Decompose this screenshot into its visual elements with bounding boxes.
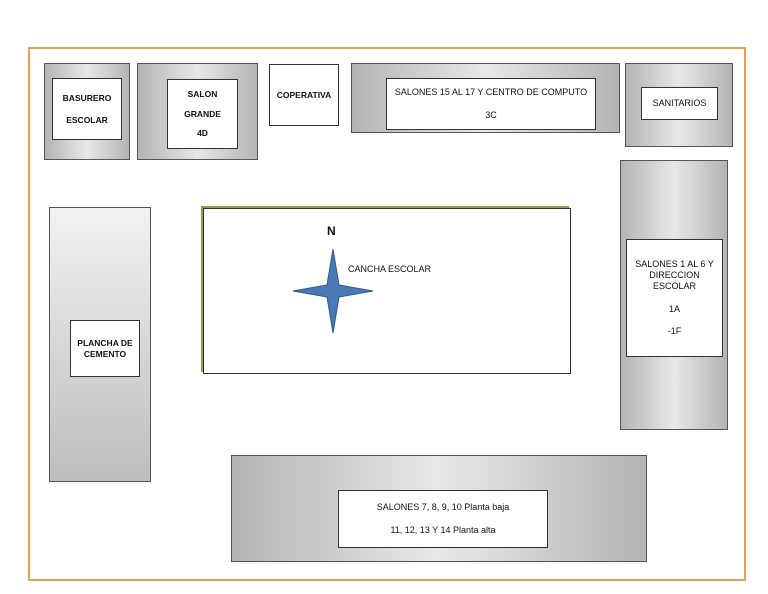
salones-7-14-line2: 11, 12, 13 Y 14 Planta alta bbox=[390, 524, 496, 535]
north-label: N bbox=[327, 224, 336, 238]
label-salones-15-17: SALONES 15 AL 17 Y CENTRO DE COMPUTO 3C bbox=[386, 78, 596, 130]
salones-15-17-line2: 3C bbox=[485, 109, 497, 120]
salon-grande-line3: 4D bbox=[197, 128, 208, 139]
label-salones-1-6: SALONES 1 AL 6 Y DIRECCION ESCOLAR 1A -1… bbox=[626, 239, 723, 357]
sanitarios-label: SANITARIOS bbox=[652, 97, 707, 108]
label-plancha-cemento: PLANCHA DE CEMENTO bbox=[70, 320, 140, 377]
court-label: CANCHA ESCOLAR bbox=[348, 264, 432, 274]
label-salones-7-14: SALONES 7, 8, 9, 10 Planta baja 11, 12, … bbox=[338, 490, 548, 548]
basurero-line1: BASURERO bbox=[62, 92, 112, 103]
salon-grande-line2: GRANDE bbox=[184, 108, 221, 119]
compass-star-icon bbox=[292, 248, 374, 334]
label-basurero: BASURERO ESCOLAR bbox=[52, 78, 122, 140]
salones-1-6-line3: ESCOLAR bbox=[652, 281, 696, 292]
plancha-line2: CEMENTO bbox=[83, 348, 127, 359]
school-perimeter bbox=[28, 47, 746, 581]
label-sanitarios: SANITARIOS bbox=[641, 87, 718, 120]
salones-1-6-line5: -1F bbox=[667, 325, 682, 336]
salones-15-17-line1: SALONES 15 AL 17 Y CENTRO DE COMPUTO bbox=[394, 87, 588, 98]
building-cooperativa: COPERATIVA bbox=[269, 64, 339, 126]
salones-1-6-line2: DIRECCION bbox=[649, 270, 700, 281]
plancha-line1: PLANCHA DE bbox=[77, 337, 133, 348]
basurero-line2: ESCOLAR bbox=[66, 114, 108, 125]
cooperativa-label: COPERATIVA bbox=[276, 89, 332, 100]
salon-grande-line1: SALON bbox=[187, 89, 218, 100]
salones-1-6-line4: 1A bbox=[668, 303, 680, 314]
salones-7-14-line1: SALONES 7, 8, 9, 10 Planta baja bbox=[376, 502, 510, 513]
salones-1-6-line1: SALONES 1 AL 6 Y bbox=[635, 258, 714, 269]
school-court bbox=[203, 208, 571, 374]
label-salon-grande: SALON GRANDE 4D bbox=[167, 79, 238, 149]
